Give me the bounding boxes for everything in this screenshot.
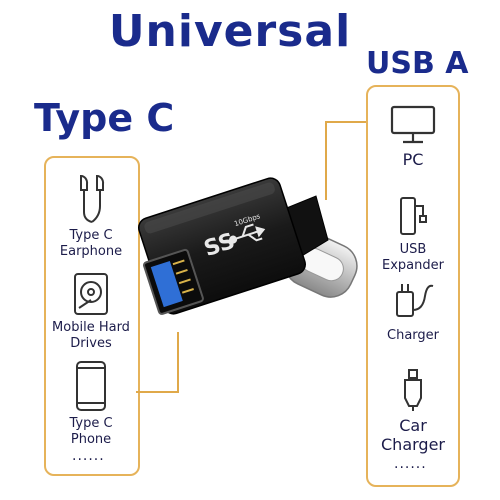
usb-a-devices-panel (366, 85, 460, 487)
usb-a-header: USB A (366, 46, 469, 81)
charger-label: Charger (387, 328, 439, 343)
charger-icon (396, 284, 434, 317)
phone-label-1: Type C (69, 416, 113, 431)
car-charger-label-2: Charger (381, 435, 445, 454)
usb-expander-label-1: USB (399, 242, 427, 257)
phone-icon (76, 361, 106, 411)
earphone-label-1: Type C (69, 228, 113, 243)
usb-a-port-icon (143, 248, 204, 315)
hard-drive-item: Mobile Hard Drives (46, 272, 136, 352)
charger-item: Charger (368, 280, 458, 344)
earphone-icon (80, 174, 105, 223)
monitor-icon (390, 105, 436, 144)
car-charger-icon (404, 369, 422, 411)
earphone-item: Type C Earphone (46, 172, 136, 260)
connector-lines (136, 121, 366, 393)
usb-expander-label-2: Expander (382, 258, 444, 273)
hard-drive-icon (74, 273, 108, 315)
phone-item: Type C Phone (46, 360, 136, 448)
left-connector-line (136, 332, 179, 393)
car-charger-label-1: Car (399, 416, 427, 435)
hard-drive-label-1: Mobile Hard (52, 320, 130, 335)
usb-expander-icon (400, 197, 427, 235)
type-c-devices-panel (44, 156, 140, 476)
pc-label: PC (402, 150, 424, 169)
car-charger-item: Car Charger (368, 368, 458, 454)
pc-item: PC (368, 104, 458, 169)
right-connector-line (325, 121, 366, 200)
usb-trident-icon (229, 223, 266, 244)
hard-drive-label-2: Drives (70, 336, 112, 351)
earphone-label-2: Earphone (59, 244, 123, 259)
usb-expander-item: USB Expander (368, 194, 458, 274)
right-more-dots: ...... (394, 456, 427, 472)
left-more-dots: ...... (72, 448, 105, 464)
type-c-header: Type C (34, 96, 175, 140)
phone-label-2: Phone (70, 432, 112, 447)
main-title: Universal (108, 6, 352, 57)
